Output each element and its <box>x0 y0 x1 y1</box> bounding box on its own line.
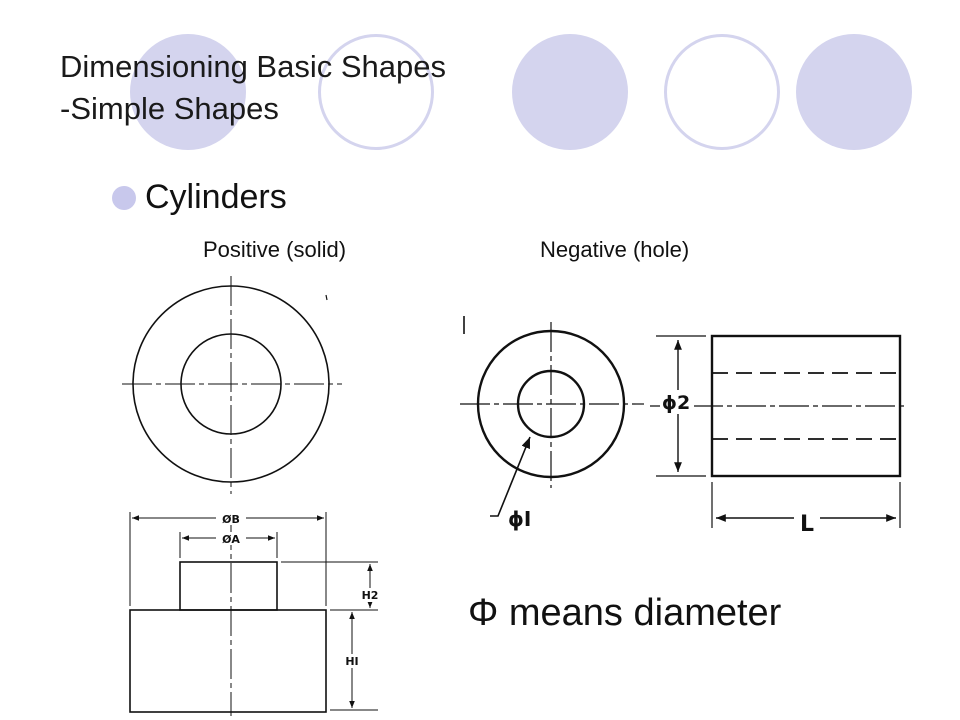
decor-circle-1 <box>130 34 246 150</box>
solid-top-view <box>122 276 342 494</box>
slide-title: Dimensioning Basic Shapes -Simple Shapes <box>60 46 446 130</box>
label-dia-b: ØB <box>222 513 240 526</box>
decor-circle-2 <box>318 34 434 150</box>
bullet-dot-icon <box>112 186 136 210</box>
hole-end-view <box>460 316 644 517</box>
label-positive: Positive (solid) <box>203 237 347 262</box>
decor-circle-3 <box>512 34 628 150</box>
solid-front-view <box>129 512 378 716</box>
label-h1: HI <box>345 655 358 668</box>
label-phi2: ϕ2 <box>662 392 690 414</box>
title-line-1: Dimensioning Basic Shapes <box>60 49 446 84</box>
label-phi1: ϕI <box>508 507 531 531</box>
title-line-2: -Simple Shapes <box>60 91 279 126</box>
hole-side-view <box>650 334 906 528</box>
label-length: L <box>800 512 814 537</box>
decor-circle-4 <box>664 34 780 150</box>
label-negative: Negative (hole) <box>540 237 690 262</box>
bullet-cylinders: Cylinders <box>145 178 287 216</box>
decor-circle-5 <box>796 34 912 150</box>
diameter-note: Φ means diameter <box>468 592 782 634</box>
label-dia-a: ØA <box>222 533 240 546</box>
label-h2: H2 <box>362 589 379 602</box>
